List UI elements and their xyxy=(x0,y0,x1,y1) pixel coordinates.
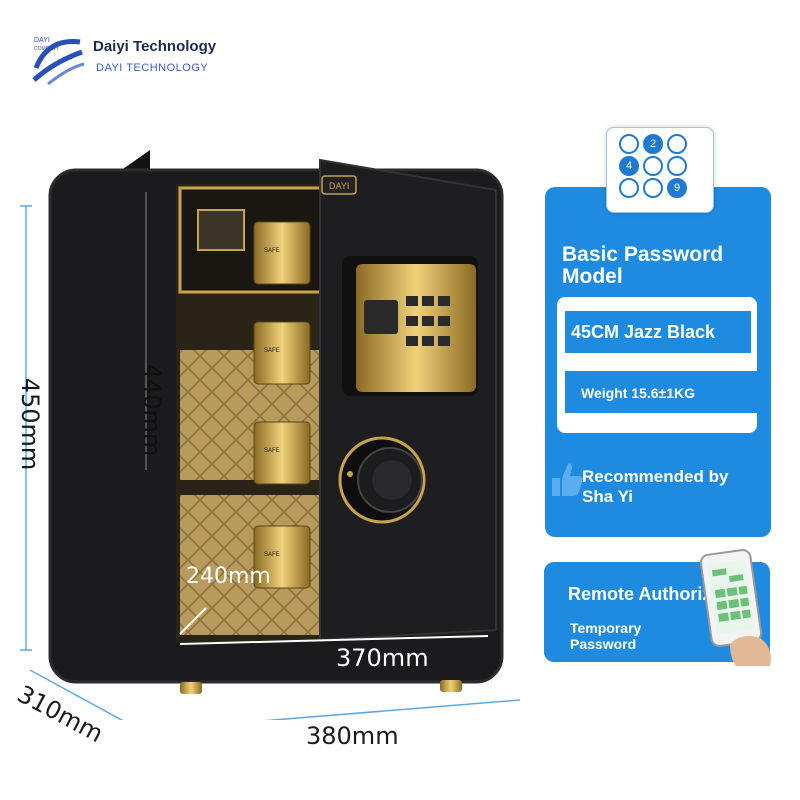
model-box: 45CM Jazz Black Weight 15.6±1KG xyxy=(557,297,761,433)
height-dimension-label: 450mm xyxy=(16,377,44,471)
inner-depth-dimension-label: 240mm xyxy=(186,564,271,589)
keypad-key: 9 xyxy=(667,178,687,198)
door-badge: DAYI xyxy=(329,181,349,191)
keypad-key: 2 xyxy=(643,134,663,154)
inner-height-dimension-label: 440mm xyxy=(138,363,166,457)
inner-width-dimension-label: 370mm xyxy=(336,644,429,672)
brand-subtitle: DAYI TECHNOLOGY xyxy=(96,62,209,74)
keypad-key: 4 xyxy=(619,156,639,176)
width-dimension-label: 380mm xyxy=(306,722,399,750)
weight-label: Weight 15.6±1KG xyxy=(565,371,761,413)
hinge-label: SAFE xyxy=(264,448,280,454)
logo-text-top: DAYI xyxy=(34,37,50,44)
keypad-icon: 2 4 9 xyxy=(606,127,714,213)
safe-image: SAFE SAFE SAFE SAFE DAYI xyxy=(20,150,521,720)
logo-text-bottom: COMPANY xyxy=(34,46,60,52)
temporary-password-label: Temporary Password xyxy=(570,620,642,652)
hinge-label: SAFE xyxy=(264,552,280,558)
thumbs-up-icon xyxy=(552,463,583,496)
hinge-label: SAFE xyxy=(264,348,280,354)
feature-title: Basic Password Model xyxy=(562,243,724,288)
hinge-label: SAFE xyxy=(264,248,280,254)
model-name: 45CM Jazz Black xyxy=(565,311,751,353)
brand-name: Daiyi Technology xyxy=(93,38,217,55)
smartphone-icon xyxy=(699,549,771,666)
recommended-label: Recommended by Sha Yi xyxy=(582,467,729,506)
company-logo-icon: DAYI COMPANY xyxy=(32,37,85,86)
